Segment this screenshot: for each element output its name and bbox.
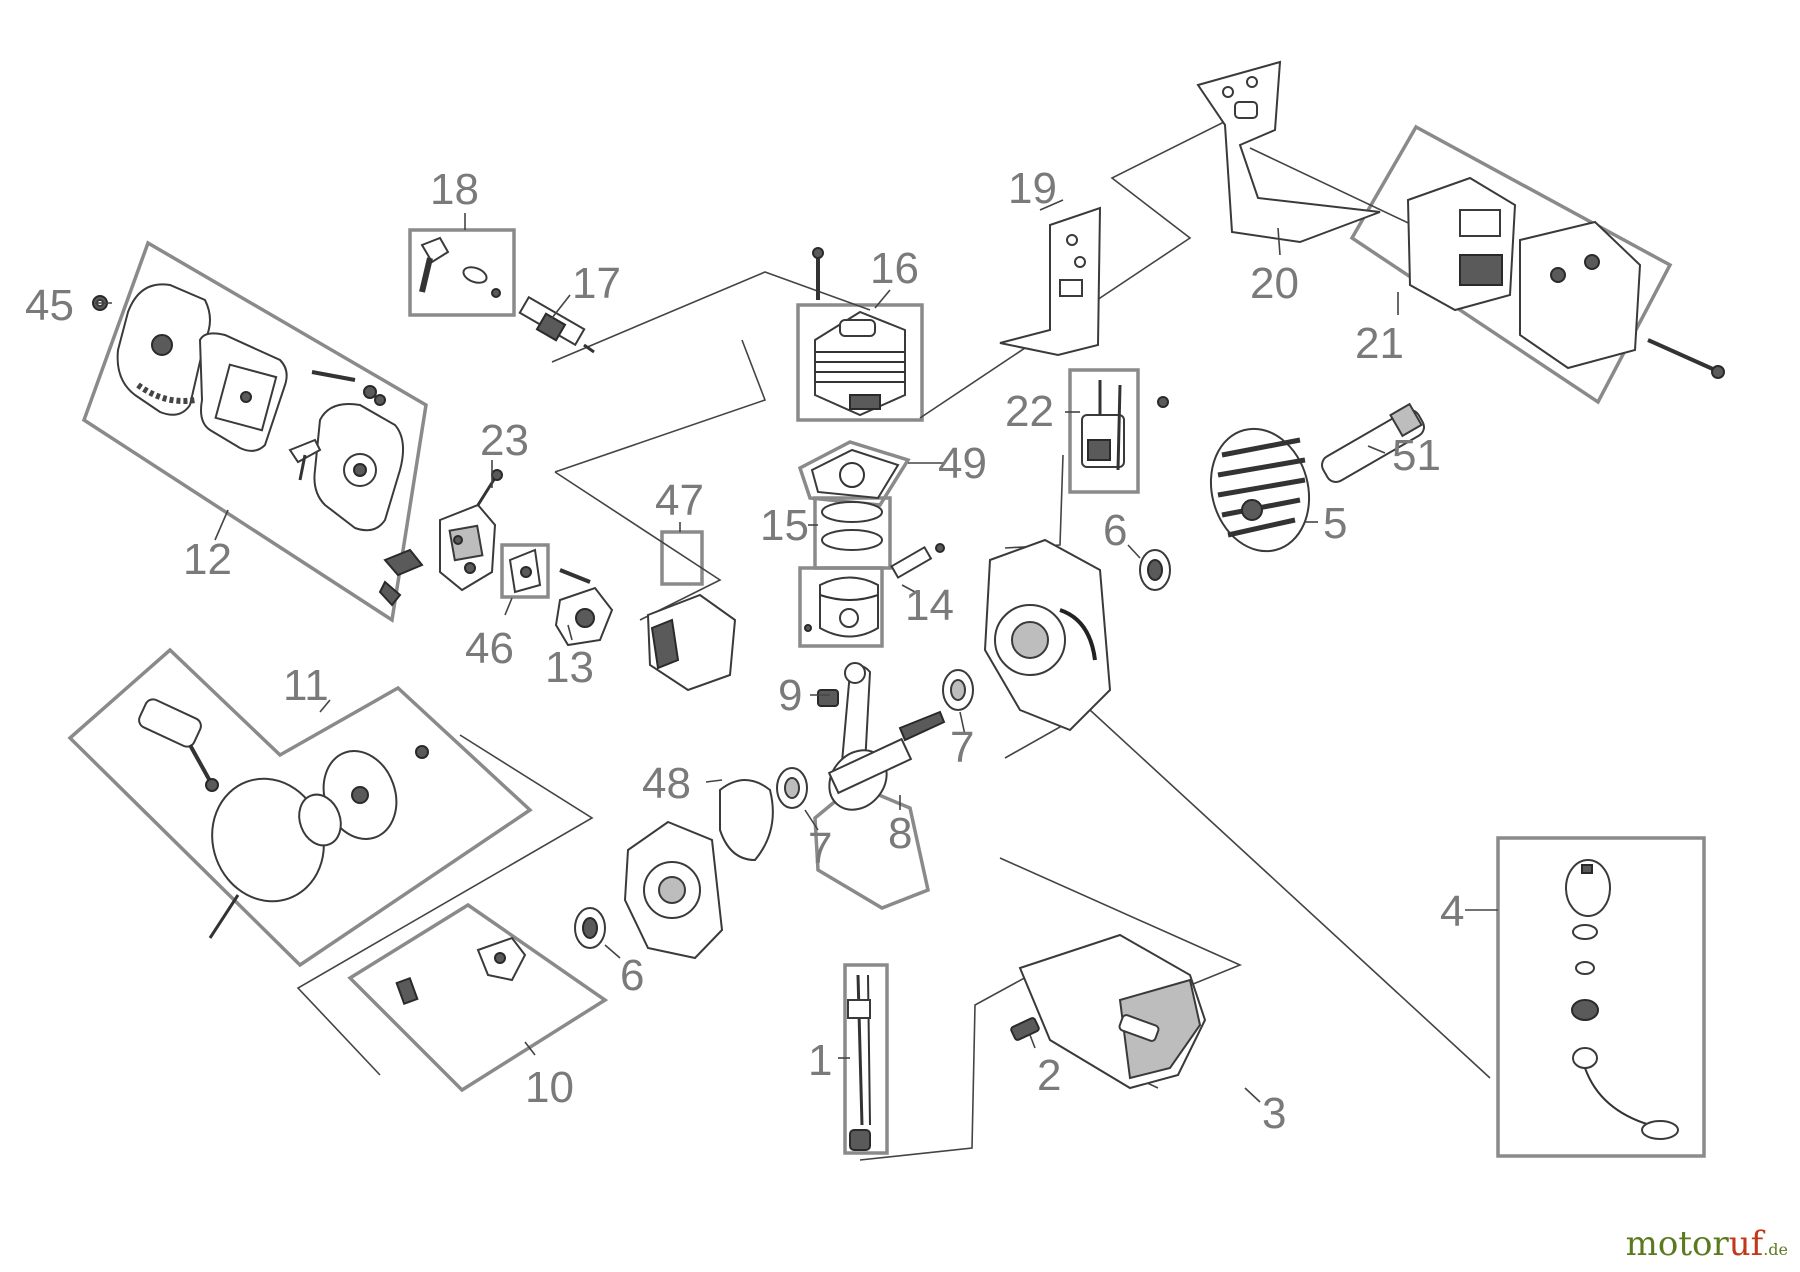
label-part-17: 17	[572, 259, 621, 308]
label-part-12: 12	[183, 535, 232, 584]
group-frame-10	[347, 902, 609, 1093]
drive-shaft	[1321, 402, 1425, 483]
bearing-left	[776, 767, 808, 809]
group-frame-49	[797, 440, 911, 507]
label-part-8: 8	[888, 809, 912, 858]
label-part-21: 21	[1355, 319, 1404, 368]
tank-grommet	[1010, 1017, 1040, 1041]
label-part-7-right: 7	[950, 723, 974, 772]
label-part-15: 15	[760, 501, 809, 550]
air-filter-base	[313, 403, 405, 532]
group-frame-46	[500, 543, 550, 599]
oil-seal-left	[574, 907, 606, 949]
label-part-23: 23	[480, 416, 529, 465]
group-frame-47	[660, 530, 704, 586]
piston-rings	[821, 501, 883, 551]
label-part-2: 2	[1037, 1051, 1061, 1100]
crankcase-right	[983, 538, 1112, 732]
muffler	[1406, 176, 1517, 312]
piston-pin	[890, 543, 945, 579]
air-filter-element	[198, 332, 288, 452]
label-part-3: 3	[1262, 1089, 1286, 1138]
label-part-46: 46	[465, 624, 514, 673]
label-part-10: 10	[525, 1063, 574, 1112]
starter-pawl	[395, 936, 527, 1006]
muffler-cover	[1519, 220, 1725, 379]
intake-manifold	[554, 568, 614, 647]
label-part-7-left: 7	[808, 824, 832, 873]
assembly-line-intake	[554, 471, 722, 621]
label-part-49: 49	[938, 439, 987, 488]
crankshaft	[827, 662, 946, 811]
assembly-line-ign	[1004, 454, 1064, 549]
fuel-tank	[1018, 933, 1207, 1090]
throttle-link	[378, 548, 424, 607]
label-part-4: 4	[1440, 887, 1464, 936]
label-part-18: 18	[430, 165, 479, 214]
air-shroud	[646, 593, 737, 692]
group-frame-11	[67, 647, 533, 968]
assembly-line-cylinder	[554, 339, 767, 473]
group-frame-14	[798, 566, 884, 648]
bearing-right	[942, 669, 974, 711]
spark-plug	[518, 295, 595, 354]
choke-lever	[288, 438, 322, 481]
group-frame-21	[1349, 124, 1673, 405]
label-part-19: 19	[1008, 164, 1057, 213]
flywheel	[1209, 427, 1311, 553]
air-filter-cover	[116, 283, 211, 416]
needle-bearing	[817, 689, 839, 707]
starter-pulley	[298, 745, 429, 847]
ignition-coil	[1081, 380, 1169, 471]
carburetor	[439, 469, 503, 592]
label-part-20: 20	[1250, 259, 1299, 308]
insulator-gasket	[508, 548, 542, 594]
label-leaders	[95, 199, 1498, 1103]
starter-housing	[138, 698, 325, 939]
spark-plug-boot	[419, 236, 501, 298]
label-part-6-lower: 6	[620, 951, 644, 1000]
muffler-bracket	[999, 206, 1102, 357]
fuel-cap	[1565, 859, 1679, 1140]
label-part-9: 9	[778, 671, 802, 720]
assembly-line-top	[551, 271, 871, 363]
label-part-5: 5	[1323, 499, 1347, 548]
group-frame-1	[843, 963, 889, 1155]
group-frame-4	[1496, 836, 1706, 1158]
assembly-line-starter	[296, 734, 594, 1076]
fuel-line-assembly	[847, 974, 871, 1151]
cylinder	[812, 247, 906, 417]
label-part-22: 22	[1005, 387, 1054, 436]
group-frame-18	[408, 228, 516, 317]
assembly-line-fuel	[859, 974, 1031, 1161]
group-frame-12	[81, 240, 428, 623]
label-part-51: 51	[1392, 431, 1441, 480]
label-part-6-upper: 6	[1103, 506, 1127, 555]
label-part-48: 48	[642, 759, 691, 808]
oil-seal-right	[1139, 549, 1171, 591]
heat-shield	[1196, 60, 1381, 244]
crankcase-left	[623, 820, 724, 960]
group-frame-16	[796, 303, 924, 422]
label-part-14: 14	[905, 581, 954, 630]
label-part-16: 16	[870, 244, 919, 293]
filter-bolt	[311, 370, 386, 406]
label-part-1: 1	[808, 1036, 832, 1085]
crankcase-gasket	[719, 779, 774, 862]
label-part-11: 11	[283, 661, 329, 710]
label-part-45: 45	[25, 281, 74, 330]
group-frame-22	[1068, 368, 1140, 494]
label-part-47: 47	[655, 476, 704, 525]
label-part-13: 13	[545, 643, 594, 692]
cylinder-gasket	[810, 448, 900, 500]
watermark-logo: motoruf.de	[1625, 1224, 1788, 1264]
piston	[804, 576, 879, 638]
